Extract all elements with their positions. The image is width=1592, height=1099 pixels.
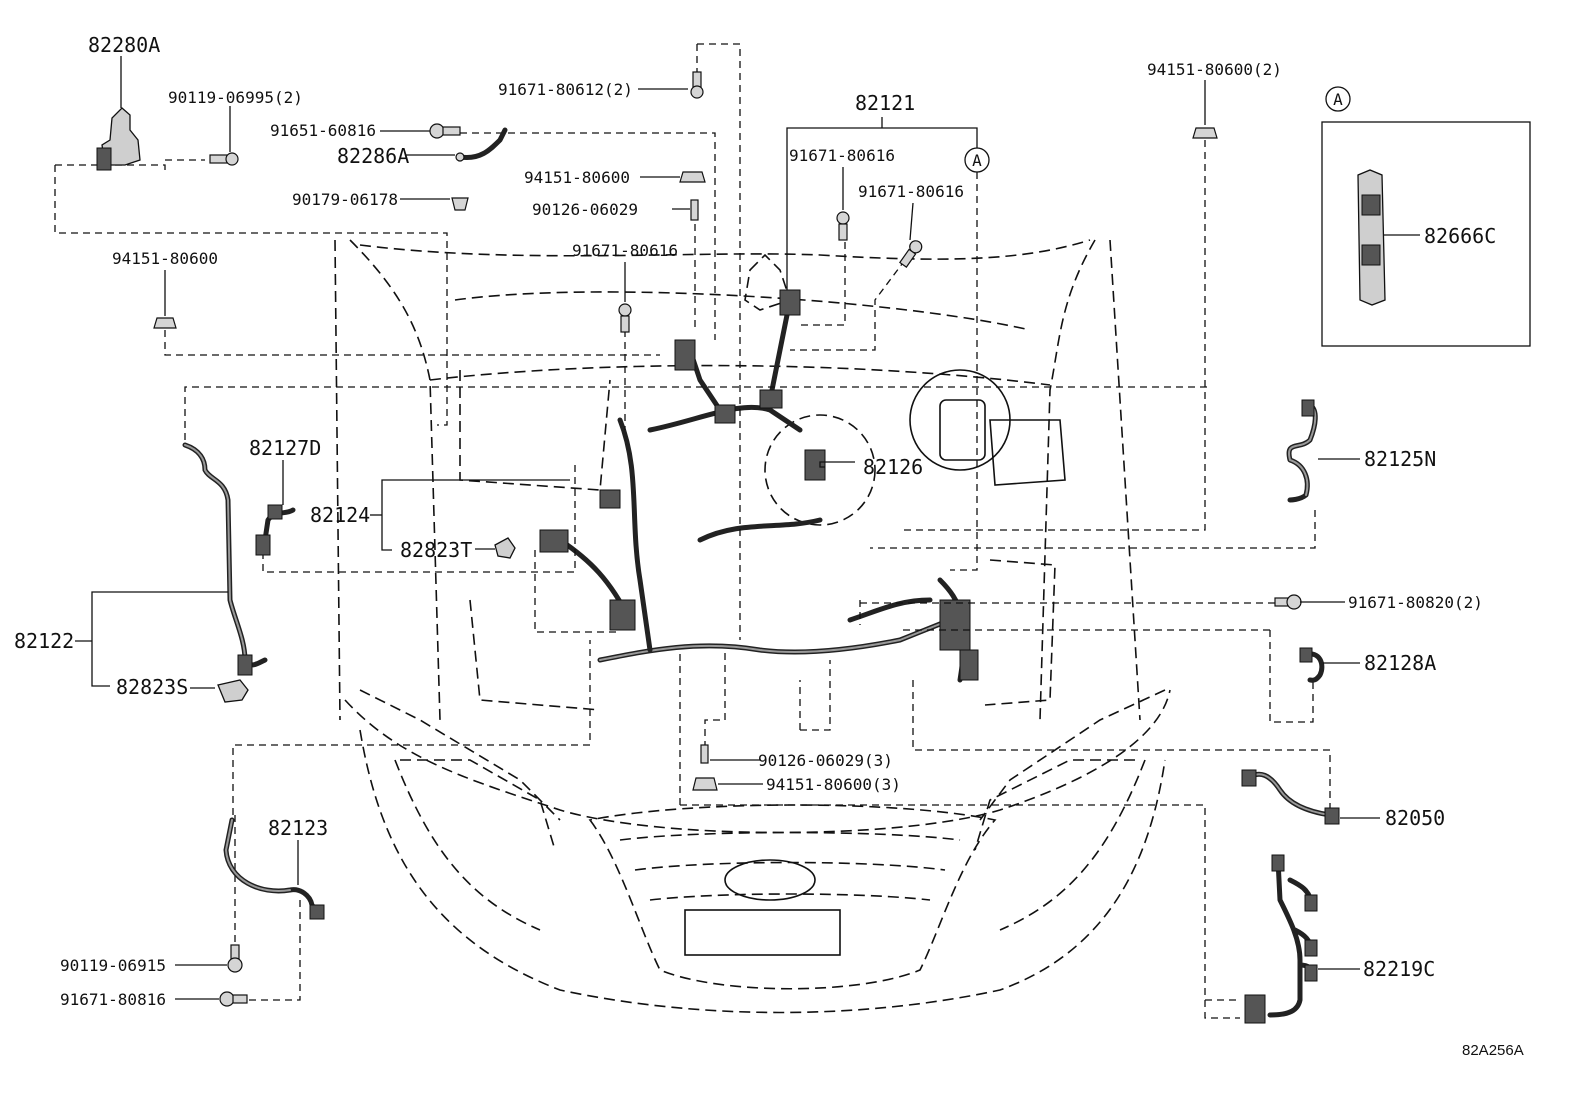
- part-82286A: [455, 127, 508, 162]
- part-82219C: [1244, 854, 1318, 1024]
- label-90119-06995: 90119-06995(2): [168, 88, 303, 107]
- main-engine-harness: [539, 289, 979, 683]
- label-94151-80600-3: 94151-80600(3): [766, 775, 901, 794]
- part-82823T: [494, 537, 516, 559]
- diagram-id: 82A256A: [1462, 1042, 1524, 1059]
- label-82050: 82050: [1385, 806, 1445, 830]
- vehicle-front-outline: [334, 239, 1171, 1014]
- detail-marker-a-label: A: [1333, 90, 1343, 109]
- label-90126-06029: 90126-06029: [532, 200, 638, 219]
- label-94151-80600-2: 94151-80600(2): [1147, 60, 1282, 79]
- part-82125N: [1286, 399, 1318, 503]
- part-82122: [182, 442, 268, 676]
- label-82124: 82124: [310, 503, 370, 527]
- label-82666C: 82666C: [1424, 224, 1496, 248]
- detail-ref-marker-a: A: [964, 147, 990, 173]
- label-82823S: 82823S: [116, 675, 188, 699]
- dashed-leader-lines: [54, 43, 1331, 1019]
- detail-ref-marker-a-label: A: [972, 151, 982, 170]
- label-94151-80600-left: 94151-80600: [112, 249, 218, 268]
- callout-leaders: [75, 56, 1420, 1000]
- label-82126: 82126: [863, 455, 923, 479]
- detail-a-box: [1321, 121, 1531, 347]
- label-82122: 82122: [14, 629, 74, 653]
- label-91671-80616-top: 91671-80616: [789, 146, 895, 165]
- label-82121: 82121: [855, 91, 915, 115]
- part-82050: [1241, 769, 1340, 825]
- label-91671-80612: 91671-80612(2): [498, 80, 633, 99]
- part-82123: [223, 817, 325, 920]
- label-90126-06029-3: 90126-06029(3): [758, 751, 893, 770]
- label-91671-80616-center: 91671-80616: [572, 241, 678, 260]
- label-82123: 82123: [268, 816, 328, 840]
- label-91671-80816: 91671-80816: [60, 990, 166, 1009]
- label-91671-80820: 91671-80820(2): [1348, 593, 1483, 612]
- label-82128A: 82128A: [1364, 651, 1436, 675]
- detail-marker-a: A: [1325, 86, 1351, 112]
- part-82280A: [96, 107, 141, 171]
- label-90119-06915: 90119-06915: [60, 956, 166, 975]
- callout-labels: 82280A 90119-06995(2) 91651-60816 82286A…: [14, 33, 1496, 1009]
- label-91651-60816: 91651-60816: [270, 121, 376, 140]
- label-91671-80616-right: 91671-80616: [858, 182, 964, 201]
- label-82280A: 82280A: [88, 33, 160, 57]
- label-82286A: 82286A: [337, 144, 409, 168]
- part-82823S: [217, 679, 249, 703]
- label-82125N: 82125N: [1364, 447, 1436, 471]
- part-82128A: [1299, 647, 1325, 683]
- label-82127D: 82127D: [249, 436, 321, 460]
- label-82823T: 82823T: [400, 538, 472, 562]
- hardware-fasteners: [153, 71, 1302, 1007]
- label-82219C: 82219C: [1363, 957, 1435, 981]
- label-94151-80600-mid: 94151-80600: [524, 168, 630, 187]
- label-90179-06178: 90179-06178: [292, 190, 398, 209]
- part-82127D: [255, 504, 296, 556]
